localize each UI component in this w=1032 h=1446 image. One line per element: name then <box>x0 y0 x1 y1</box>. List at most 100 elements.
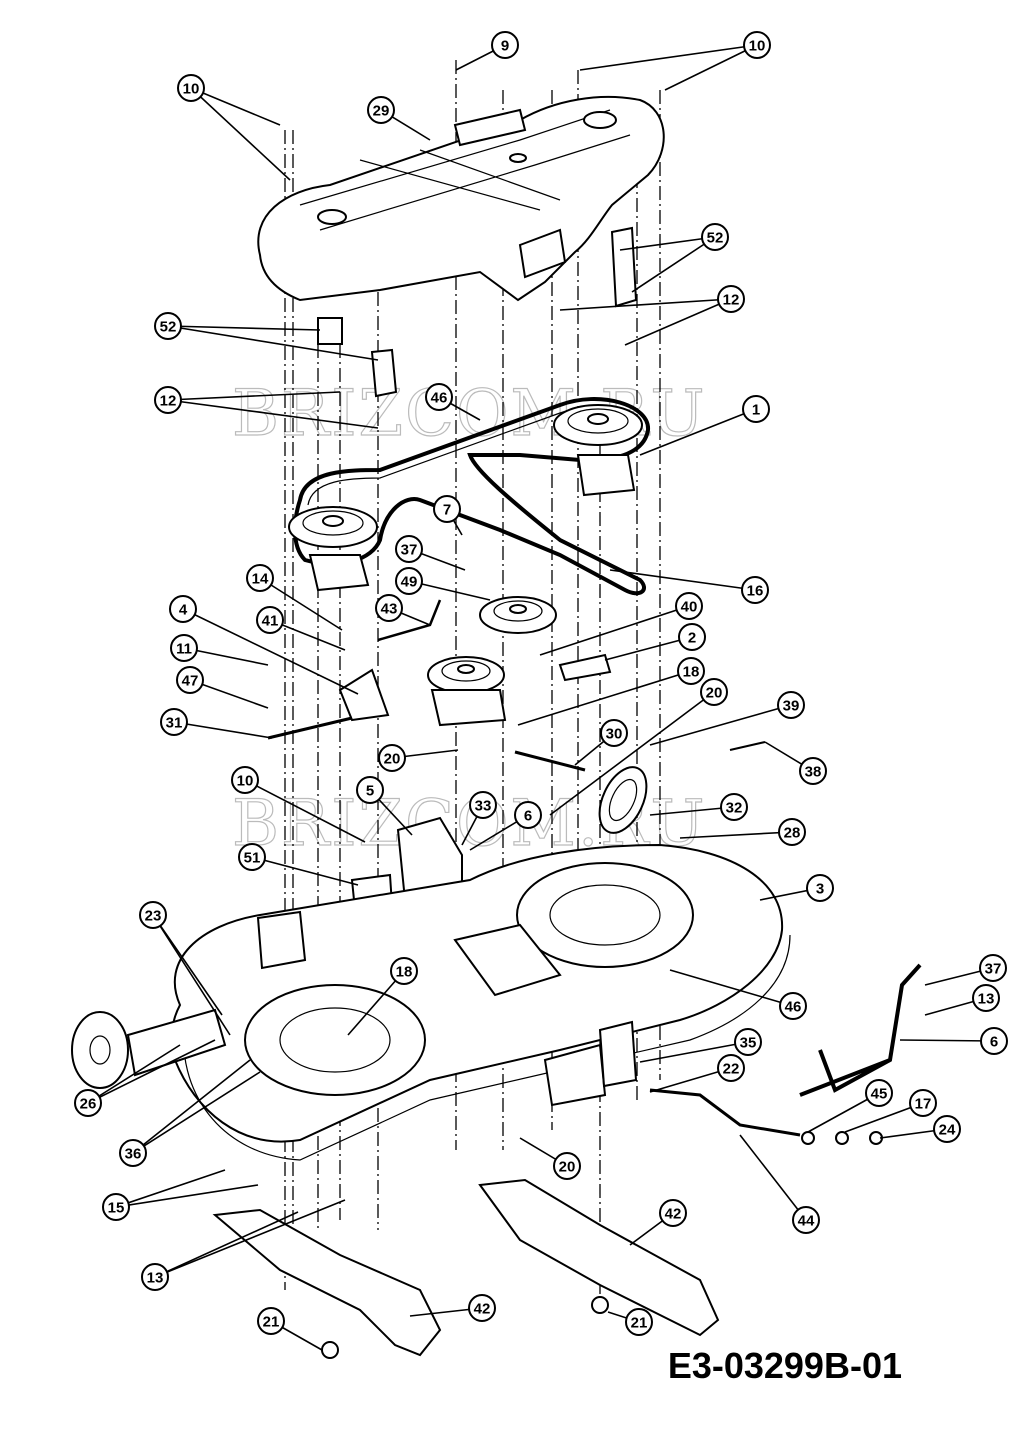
leader-line-c10a-1 <box>190 87 291 181</box>
callout-c44: 44 <box>792 1206 820 1234</box>
callout-c37b: 37 <box>979 954 1007 982</box>
callout-c6a: 6 <box>514 801 542 829</box>
callout-circle <box>717 1054 745 1082</box>
callout-c7: 7 <box>433 495 461 523</box>
callout-circle <box>514 801 542 829</box>
rod-nut <box>835 1131 849 1145</box>
callout-c52a: 52 <box>701 223 729 251</box>
callout-number: 31 <box>166 715 183 732</box>
callout-c47: 47 <box>176 666 204 694</box>
wheel-axle-bolt <box>729 741 766 751</box>
callout-circle <box>799 757 827 785</box>
callout-circle <box>972 984 1000 1012</box>
callout-circle <box>600 719 628 747</box>
leader-line-c40-0 <box>539 605 690 656</box>
leader-line-c51-0 <box>251 856 359 886</box>
callout-number: 10 <box>749 38 766 55</box>
callout-number: 20 <box>384 751 401 768</box>
callout-number: 35 <box>740 1035 757 1052</box>
leader-line-c12a-1 <box>624 298 732 346</box>
callout-c41: 41 <box>256 606 284 634</box>
callout-c13b: 13 <box>141 1263 169 1291</box>
leader-line-c23-1 <box>152 914 231 1036</box>
callout-number: 45 <box>871 1086 888 1103</box>
callout-circle <box>154 386 182 414</box>
callout-c28: 28 <box>778 818 806 846</box>
leader-line-c10c-0 <box>244 779 366 843</box>
callout-c39: 39 <box>777 691 805 719</box>
callout-c49: 49 <box>395 567 423 595</box>
callout-c11: 11 <box>170 634 198 662</box>
callout-number: 39 <box>783 698 800 715</box>
callout-circle <box>933 1115 961 1143</box>
callout-number: 17 <box>915 1096 932 1113</box>
callout-circle <box>734 1028 762 1056</box>
callout-c30: 30 <box>600 719 628 747</box>
callout-number: 49 <box>401 574 418 591</box>
leader-line-c13b-0 <box>154 1211 299 1278</box>
callout-circle <box>139 901 167 929</box>
callout-number: 10 <box>183 81 200 98</box>
tension-spring-right <box>514 750 586 772</box>
callout-c4: 4 <box>169 595 197 623</box>
leader-line-c16-0 <box>609 569 756 591</box>
callout-c22: 22 <box>717 1054 745 1082</box>
callout-number: 4 <box>179 602 188 619</box>
callout-circle <box>777 691 805 719</box>
callout-circle <box>778 818 806 846</box>
callout-circle <box>720 793 748 821</box>
callout-number: 10 <box>237 773 254 790</box>
callout-circle <box>246 564 274 592</box>
callout-circle <box>378 744 406 772</box>
callout-number: 3 <box>816 881 824 898</box>
callout-number: 1 <box>752 402 760 419</box>
callout-c35: 35 <box>734 1028 762 1056</box>
callout-circle <box>160 708 188 736</box>
callout-c20a: 20 <box>700 678 728 706</box>
callout-c31: 31 <box>160 708 188 736</box>
callout-number: 18 <box>683 664 700 681</box>
callout-circle <box>367 96 395 124</box>
callout-c10a: 10 <box>177 74 205 102</box>
callout-number: 12 <box>160 393 177 410</box>
callout-c46b: 46 <box>779 992 807 1020</box>
leader-line-c20a-0 <box>549 691 715 816</box>
leader-line-c22-0 <box>649 1067 732 1093</box>
callout-circle <box>231 766 259 794</box>
callout-number: 15 <box>108 1200 125 1217</box>
callout-number: 46 <box>431 390 448 407</box>
callout-number: 24 <box>939 1122 956 1139</box>
callout-c18a: 18 <box>677 657 705 685</box>
callout-circle <box>700 678 728 706</box>
callout-circle <box>677 657 705 685</box>
callout-circle <box>979 954 1007 982</box>
callout-circle <box>141 1263 169 1291</box>
callout-number: 37 <box>985 961 1002 978</box>
leader-line-c18b-0 <box>347 970 405 1036</box>
callout-circle <box>980 1027 1008 1055</box>
callout-number: 9 <box>501 38 509 55</box>
callout-number: 42 <box>474 1301 491 1318</box>
callout-circle <box>102 1193 130 1221</box>
callout-circle <box>433 495 461 523</box>
callout-circle <box>256 606 284 634</box>
callout-number: 13 <box>147 1270 164 1287</box>
callout-number: 37 <box>401 542 418 559</box>
callout-number: 44 <box>798 1213 815 1230</box>
callout-circle <box>717 285 745 313</box>
callout-c17: 17 <box>909 1089 937 1117</box>
callout-number: 12 <box>723 292 740 309</box>
leader-line-c10b-0 <box>579 44 758 71</box>
spindle-pulley-left <box>288 506 378 592</box>
idler-pulley-lower <box>427 656 507 727</box>
callout-c42b: 42 <box>468 1294 496 1322</box>
callout-c23: 23 <box>139 901 167 929</box>
callout-c12b: 12 <box>154 386 182 414</box>
callout-c29: 29 <box>367 96 395 124</box>
callout-circle <box>659 1199 687 1227</box>
callout-number: 7 <box>443 502 451 519</box>
callout-c21a: 21 <box>257 1307 285 1335</box>
cover-clip-left <box>317 317 343 345</box>
callout-number: 38 <box>805 764 822 781</box>
leader-line-c31-0 <box>173 721 273 739</box>
